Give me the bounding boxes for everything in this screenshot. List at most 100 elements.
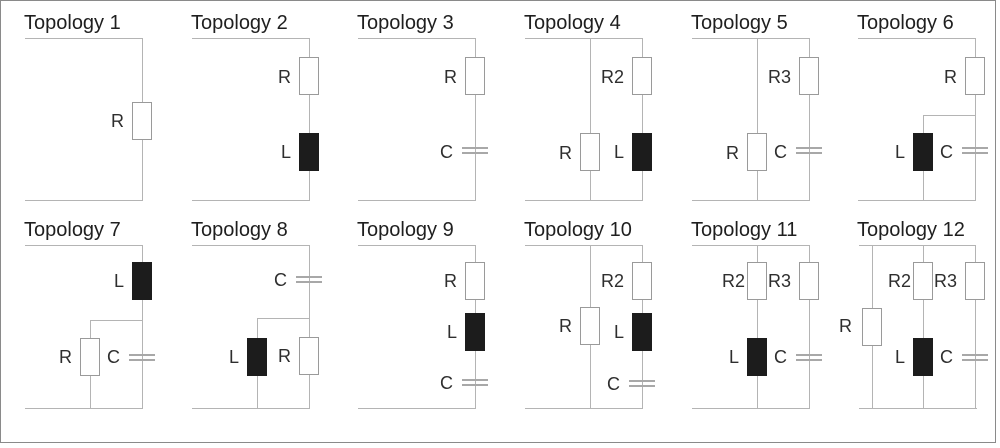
wire [525,245,643,246]
wire [859,245,976,246]
resistor-R3 [799,57,819,95]
topology-cell-9: Topology 9 R L C [333,207,500,417]
topology-title: Topology 12 [857,219,965,241]
topology-cell-12: Topology 12 R R2 R3 L C [833,207,1000,417]
component-label: C [440,373,453,393]
wire [358,38,476,39]
topology-title: Topology 10 [524,219,632,241]
component-label: L [613,142,624,162]
component-label: R2 [600,67,624,87]
resistor-R [465,262,485,300]
capacitor-C [629,380,655,390]
resistor-R [299,337,319,375]
resistor-R2 [632,262,652,300]
resistor-R [465,57,485,95]
component-label: R [839,316,852,336]
capacitor-C [462,379,488,389]
wire [358,200,476,201]
topology-title: Topology 7 [24,219,121,241]
component-label: R [444,271,457,291]
wire [975,245,976,408]
component-label: L [894,347,905,367]
component-label: R [726,143,739,163]
topology-cell-6: Topology 6 R L C [833,0,1000,210]
component-label: R [59,347,72,367]
component-label: R [111,111,124,131]
capacitor-C [962,147,988,157]
topology-cell-2: Topology 2 R L [167,0,334,210]
topology-title: Topology 3 [357,12,454,34]
wire [858,200,976,201]
topology-title: Topology 1 [24,12,121,34]
inductor-L [632,133,652,171]
topology-title: Topology 8 [191,219,288,241]
resistor-R3 [799,262,819,300]
inductor-L [747,338,767,376]
wire [142,245,143,408]
topology-cell-8: Topology 8 C L R [167,207,334,417]
component-label: R2 [721,271,745,291]
wire [809,38,810,200]
wire [692,408,810,409]
wire [809,245,810,408]
resistor-R2 [913,262,933,300]
wire [309,245,310,408]
component-label: C [107,347,120,367]
wire [309,38,310,200]
capacitor-C [962,354,988,364]
wire [192,200,310,201]
component-label: C [940,142,953,162]
wire [358,245,476,246]
component-label: C [274,270,287,290]
wire [975,38,976,200]
wire [692,200,810,201]
capacitor-C [462,147,488,157]
inductor-L [465,313,485,351]
component-label: L [728,347,739,367]
wire [192,245,310,246]
component-label: C [774,142,787,162]
resistor-R [862,308,882,346]
component-label: L [280,142,291,162]
wire [25,200,143,201]
component-label: R [944,67,957,87]
component-label: R3 [933,271,957,291]
inductor-L [913,133,933,171]
component-label: L [113,271,124,291]
component-label: L [894,142,905,162]
wire [923,115,975,116]
topology-cell-10: Topology 10 R R2 L C [500,207,667,417]
wire [642,38,643,200]
topology-title: Topology 11 [691,219,798,241]
resistor-R2 [632,57,652,95]
topology-title: Topology 6 [857,12,954,34]
wire [692,38,810,39]
topology-title: Topology 4 [524,12,621,34]
wire [692,245,810,246]
component-label: L [228,347,239,367]
wire [192,408,310,409]
wire [757,38,758,200]
topology-cell-5: Topology 5 R R3 C [667,0,834,210]
component-label: R3 [767,67,791,87]
resistor-R2 [747,262,767,300]
topology-title: Topology 2 [191,12,288,34]
inductor-L [299,133,319,171]
inductor-L [632,313,652,351]
resistor-R [132,102,152,140]
wire [475,38,476,200]
resistor-R [747,133,767,171]
component-label: C [607,374,620,394]
component-label: R2 [887,271,911,291]
wire [192,38,310,39]
wire [859,408,977,409]
component-label: R [559,143,572,163]
capacitor-C [796,147,822,157]
topology-title: Topology 9 [357,219,454,241]
component-label: R [278,346,291,366]
resistor-R [580,133,600,171]
wire [525,38,643,39]
wire [25,245,143,246]
